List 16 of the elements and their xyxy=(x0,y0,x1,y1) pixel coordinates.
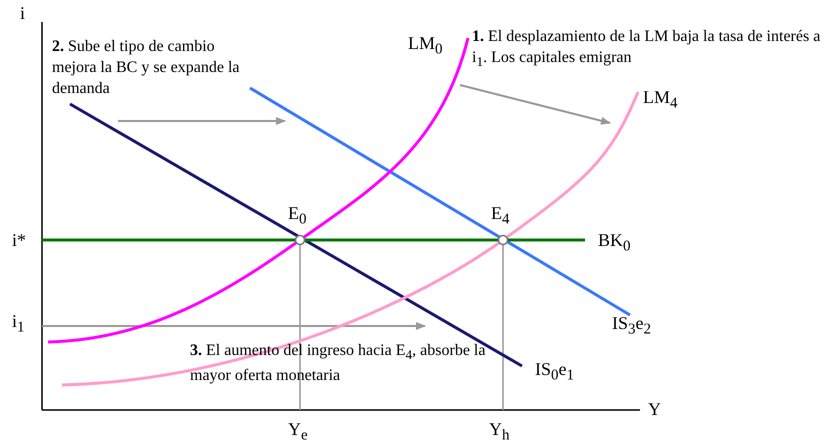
curve-label: IS$_{3}$e$_{2}$ xyxy=(612,312,652,340)
axis-label: Y xyxy=(648,398,661,420)
axis-label: Y$_{h}$ xyxy=(489,418,510,443)
curve-label: LM$_{4}$ xyxy=(643,86,678,114)
annotation-text: 2. Sube el tipo de cambio mejora la BC y se expande la demanda xyxy=(52,37,240,99)
point-label: E$_{0}$ xyxy=(288,202,306,230)
annotation-text: 1. El desplazamiento de la LM baja la tasa de interés a i$_{1}$. Los capitales emigran xyxy=(472,27,822,72)
curve-label: IS$_{0}$e$_{1}$ xyxy=(535,358,574,386)
curve-label: LM$_{0}$ xyxy=(408,32,442,60)
annotation-text: 3. El aumento del ingreso hacia E$_{4}$, absorbe la mayor oferta monetaria xyxy=(190,341,486,386)
point-label: E$_{4}$ xyxy=(491,202,510,230)
axis-label: i* xyxy=(12,229,26,251)
curve-label: BK$_{0}$ xyxy=(598,229,631,257)
axis-label: i xyxy=(20,2,26,24)
axis-label: i$_{1}$ xyxy=(12,310,25,338)
axis-label: Y$_{e}$ xyxy=(288,418,308,443)
